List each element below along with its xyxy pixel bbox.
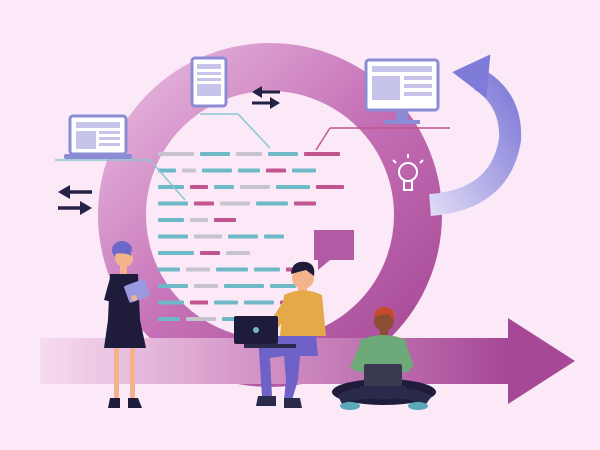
code-line-segment	[158, 251, 194, 255]
code-line-segment	[268, 152, 298, 156]
lightbulb-icon	[392, 154, 424, 191]
code-line-segment	[194, 284, 218, 288]
man-with-laptop	[234, 261, 326, 408]
code-line-segment	[158, 168, 176, 173]
code-line-segment	[190, 218, 208, 222]
code-line-segment	[294, 201, 316, 206]
code-line-segment	[214, 218, 236, 222]
code-line-segment	[202, 168, 232, 173]
code-line-segment	[194, 234, 222, 239]
code-line-segment	[182, 168, 196, 173]
code-line-segment	[276, 185, 310, 189]
code-line-segment	[264, 234, 284, 239]
code-line-segment	[158, 218, 184, 222]
chat-bubble-icon	[314, 230, 354, 270]
code-line-segment	[158, 185, 184, 189]
code-line-segment	[240, 185, 270, 189]
code-line-segment	[316, 185, 344, 189]
code-line-segment	[200, 152, 230, 156]
code-line-segment	[228, 234, 258, 239]
code-line-segment	[236, 152, 262, 156]
code-line-segment	[244, 300, 274, 305]
code-line-segment	[194, 201, 214, 206]
code-line-segment	[226, 251, 250, 255]
code-line-segment	[158, 152, 194, 156]
code-line-segment	[214, 300, 238, 305]
connector-line	[237, 113, 271, 149]
connector-line	[315, 127, 331, 151]
code-line-segment	[186, 267, 210, 272]
code-line-segment	[158, 267, 180, 272]
code-line-segment	[200, 251, 220, 255]
code-line-segment	[190, 185, 208, 189]
code-line-segment	[158, 201, 188, 206]
code-line-segment	[292, 168, 316, 173]
code-line-segment	[304, 152, 340, 156]
monitor-icon	[364, 58, 440, 124]
code-line-segment	[186, 317, 216, 321]
code-line-segment	[270, 284, 296, 288]
code-line-segment	[254, 267, 280, 272]
cycle-arrow-icon	[428, 54, 522, 216]
code-line-segment	[158, 234, 188, 239]
code-line-segment	[220, 201, 250, 206]
woman-with-tablet	[104, 241, 150, 408]
code-line-segment	[214, 185, 234, 189]
exchange-arrows-icon	[252, 86, 280, 109]
code-line-segment	[266, 168, 286, 173]
code-line-segment	[190, 300, 208, 305]
code-line-segment	[224, 284, 264, 288]
code-line-segment	[158, 300, 184, 305]
code-lines	[158, 152, 344, 321]
exchange-arrows-icon	[58, 185, 92, 215]
code-line-segment	[256, 201, 288, 206]
seated-man-with-laptop	[332, 306, 436, 410]
code-line-segment	[216, 267, 248, 272]
code-line-segment	[158, 317, 180, 321]
code-line-segment	[238, 168, 260, 173]
tablet-icon	[190, 56, 228, 108]
code-line-segment	[158, 284, 188, 288]
laptop-icon	[64, 114, 132, 159]
connector-line	[149, 159, 186, 201]
